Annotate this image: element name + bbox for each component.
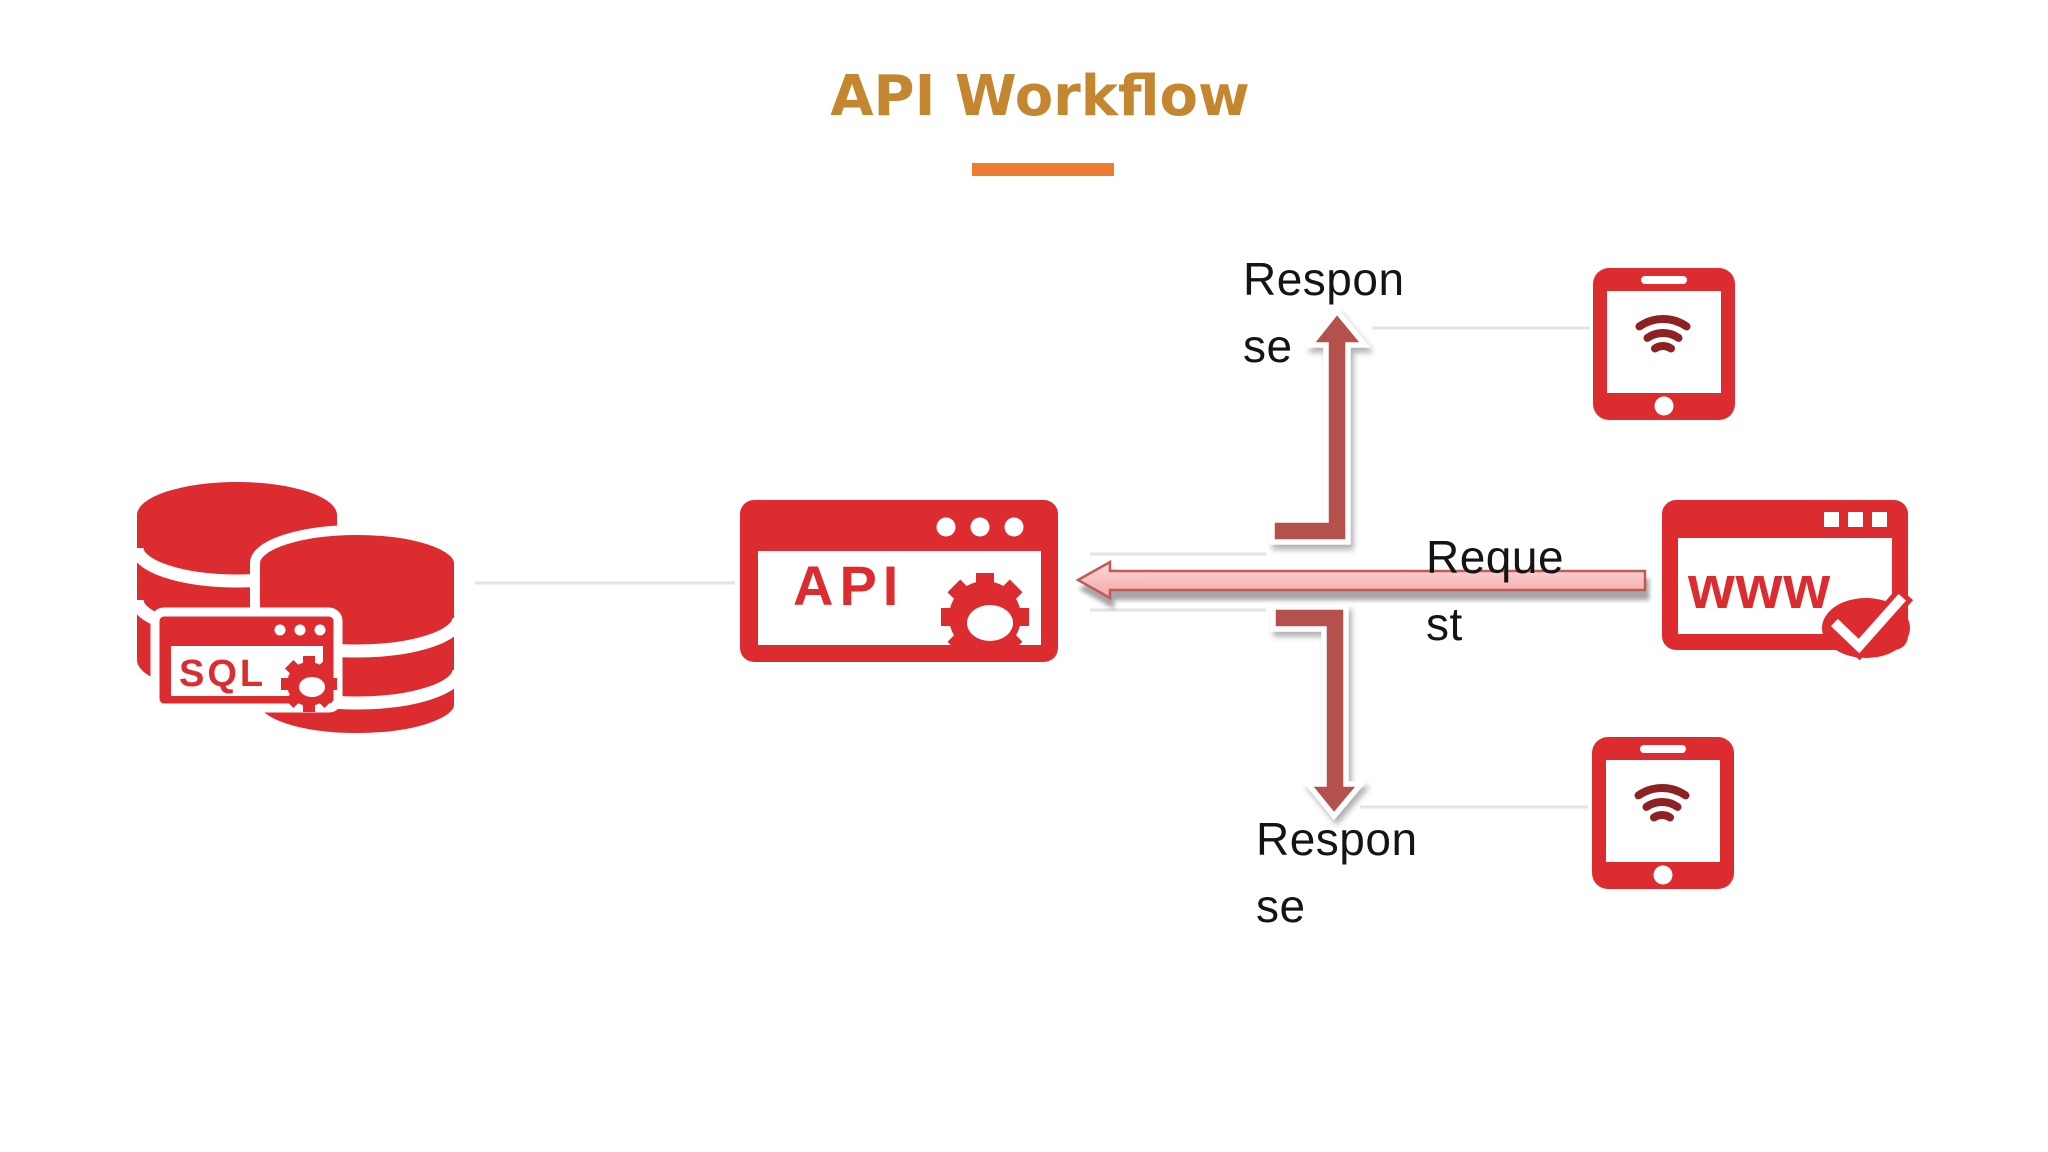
request-arrow-left xyxy=(1075,559,1647,601)
tablet-top-node xyxy=(1593,268,1735,420)
response-top-label-line1: Respon xyxy=(1243,253,1405,305)
gear-tooth xyxy=(947,579,972,604)
response-arrow-down xyxy=(1270,604,1367,821)
tablet-home-button xyxy=(1654,396,1674,416)
window-square xyxy=(1824,512,1839,527)
page-title: API Workflow xyxy=(830,64,1250,129)
tablet-speaker-slot xyxy=(1640,745,1686,753)
window-dot xyxy=(274,624,286,636)
api-label: API xyxy=(793,554,904,617)
gear-hole xyxy=(967,605,1013,641)
window-square xyxy=(1872,512,1887,527)
window-dot xyxy=(970,517,990,537)
gear-tooth xyxy=(998,579,1023,604)
response-arrow-up xyxy=(1269,306,1371,545)
window-square xyxy=(1848,512,1863,527)
window-dot xyxy=(1004,517,1024,537)
connector-lines xyxy=(475,326,1590,809)
gear-tooth xyxy=(947,630,972,655)
response-top-label: Respon se xyxy=(1243,246,1405,380)
window-dot xyxy=(294,624,306,636)
sql-label: SQL xyxy=(179,653,266,695)
tablet-bottom-node xyxy=(1592,737,1734,889)
gear-tooth xyxy=(998,630,1023,655)
api-gear-icon xyxy=(941,573,1029,661)
response-bottom-label-line1: Respon xyxy=(1256,813,1418,865)
response-bottom-label-line2: se xyxy=(1256,880,1306,932)
request-label: Reque st xyxy=(1426,524,1564,658)
check-mark xyxy=(1830,593,1907,654)
tablet-home-button xyxy=(1653,865,1673,885)
tablet-screen xyxy=(1606,760,1720,862)
title-underline xyxy=(972,163,1114,176)
sql-window: SQL xyxy=(150,607,343,713)
sql-gear-icon xyxy=(281,656,337,712)
wifi-icon xyxy=(1635,315,1691,353)
request-label-line2: st xyxy=(1426,598,1463,650)
request-label-line1: Reque xyxy=(1426,531,1565,583)
window-dot xyxy=(936,517,956,537)
tablet-screen xyxy=(1607,291,1721,393)
window-dot xyxy=(314,624,326,636)
response-bottom-label: Respon se xyxy=(1256,806,1418,940)
browser-node: www xyxy=(1662,500,1914,661)
response-top-label-line2: se xyxy=(1243,320,1293,372)
database-node: SQL xyxy=(130,482,466,743)
gear-hole xyxy=(299,677,325,697)
tablet-speaker-slot xyxy=(1641,276,1687,284)
check-badge-icon xyxy=(1822,586,1914,661)
www-label: www xyxy=(1687,554,1831,621)
wifi-icon xyxy=(1634,784,1690,822)
api-node: API xyxy=(740,500,1058,662)
